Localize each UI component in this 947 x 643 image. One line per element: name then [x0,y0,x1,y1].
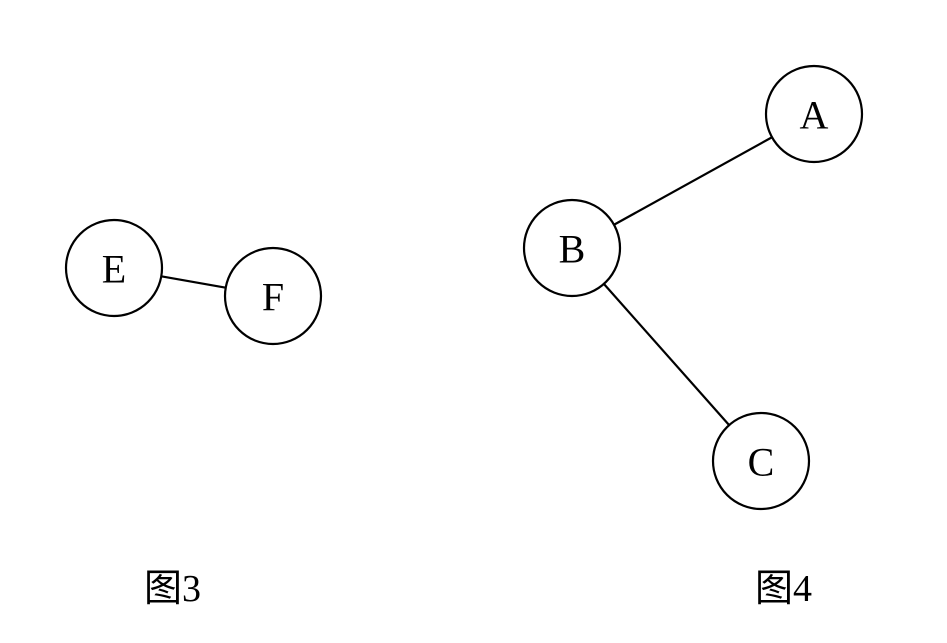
node-label-b: B [559,227,586,272]
edges-layer [161,136,773,426]
node-circle-a [764,64,864,164]
figure-4-caption: 图4 [755,568,813,610]
node-label-a: A [800,93,829,138]
edge-e-f [161,275,226,289]
figure-3-caption: 图3 [144,568,202,610]
node-b: B [522,198,622,298]
node-circle-e [64,218,164,318]
node-circle-f [223,246,323,346]
node-c: C [711,411,811,511]
node-e: E [64,218,164,318]
edge-b-c [603,283,730,426]
node-label-c: C [748,440,775,485]
node-f: F [223,246,323,346]
node-a: A [764,64,864,164]
nodes-layer: E F A B C [64,64,864,511]
node-circle-b [522,198,622,298]
node-label-e: E [102,247,126,292]
edge-b-a [613,136,773,226]
node-circle-c [711,411,811,511]
node-label-f: F [262,275,284,320]
